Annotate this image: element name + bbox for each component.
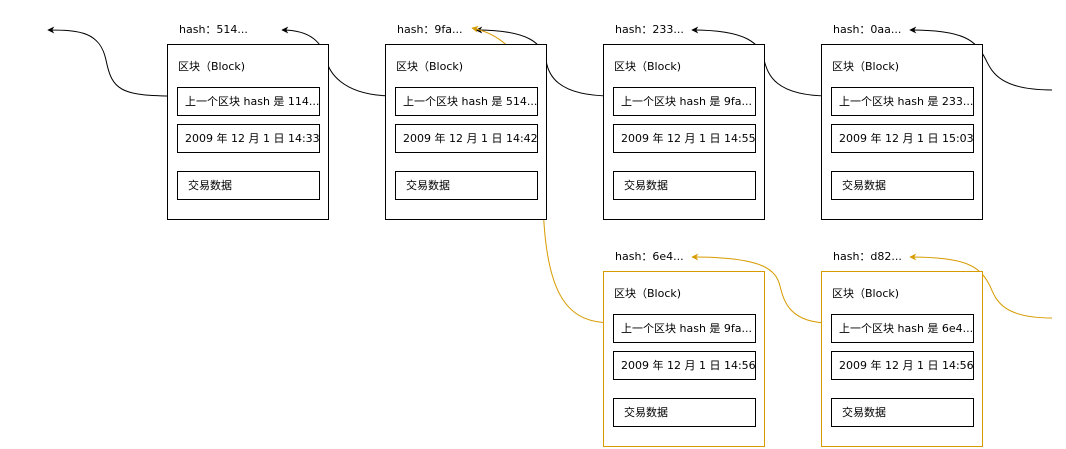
- prev-hash-field: 上一个区块 hash 是 233...: [831, 87, 974, 116]
- transaction-data-field: 交易数据: [613, 398, 756, 427]
- timestamp-field: 2009 年 12 月 1 日 14:55: [613, 124, 756, 153]
- block-1[interactable]: 区块（Block) 上一个区块 hash 是 114... 2009 年 12 …: [167, 44, 329, 220]
- block-3[interactable]: 区块（Block) 上一个区块 hash 是 9fa... 2009 年 12 …: [603, 44, 765, 220]
- transaction-data-field: 交易数据: [831, 398, 974, 427]
- prev-hash-field: 上一个区块 hash 是 9fa...: [613, 314, 756, 343]
- hash-label-2: hash：9fa...: [397, 23, 463, 36]
- timestamp-field: 2009 年 12 月 1 日 14:42: [395, 124, 538, 153]
- block-title: 区块（Block): [396, 60, 464, 73]
- hash-label-4: hash：0aa...: [833, 23, 902, 36]
- block-title: 区块（Block): [832, 60, 900, 73]
- fork-block-2[interactable]: 区块（Block) 上一个区块 hash 是 6e4... 2009 年 12 …: [821, 271, 983, 447]
- timestamp-field: 2009 年 12 月 1 日 14:56: [613, 351, 756, 380]
- block-4[interactable]: 区块（Block) 上一个区块 hash 是 233... 2009 年 12 …: [821, 44, 983, 220]
- transaction-data-field: 交易数据: [395, 171, 538, 200]
- fork-link-next-to-block6: [909, 253, 1053, 319]
- block-title: 区块（Block): [832, 287, 900, 300]
- timestamp-field: 2009 年 12 月 1 日 15:03: [831, 124, 974, 153]
- link-block1-to-previous: [47, 26, 177, 97]
- transaction-data-field: 交易数据: [831, 171, 974, 200]
- prev-hash-field: 上一个区块 hash 是 514...: [395, 87, 538, 116]
- timestamp-field: 2009 年 12 月 1 日 14:56: [831, 351, 974, 380]
- block-title: 区块（Block): [178, 60, 246, 73]
- prev-hash-field: 上一个区块 hash 是 9fa...: [613, 87, 756, 116]
- hash-label-5: hash：6e4...: [615, 250, 684, 263]
- transaction-data-field: 交易数据: [177, 171, 320, 200]
- hash-label-3: hash：233...: [615, 23, 684, 36]
- block-2[interactable]: 区块（Block) 上一个区块 hash 是 514... 2009 年 12 …: [385, 44, 547, 220]
- timestamp-field: 2009 年 12 月 1 日 14:33: [177, 124, 320, 153]
- hash-label-1: hash：514...: [179, 23, 248, 36]
- prev-hash-field: 上一个区块 hash 是 6e4...: [831, 314, 974, 343]
- block-title: 区块（Block): [614, 287, 682, 300]
- link-next-to-block4: [909, 26, 1053, 91]
- prev-hash-field: 上一个区块 hash 是 114...: [177, 87, 320, 116]
- fork-link-block6-to-block5: [691, 253, 831, 324]
- hash-label-6: hash：d82...: [833, 250, 902, 263]
- transaction-data-field: 交易数据: [613, 171, 756, 200]
- fork-block-1[interactable]: 区块（Block) 上一个区块 hash 是 9fa... 2009 年 12 …: [603, 271, 765, 447]
- block-title: 区块（Block): [614, 60, 682, 73]
